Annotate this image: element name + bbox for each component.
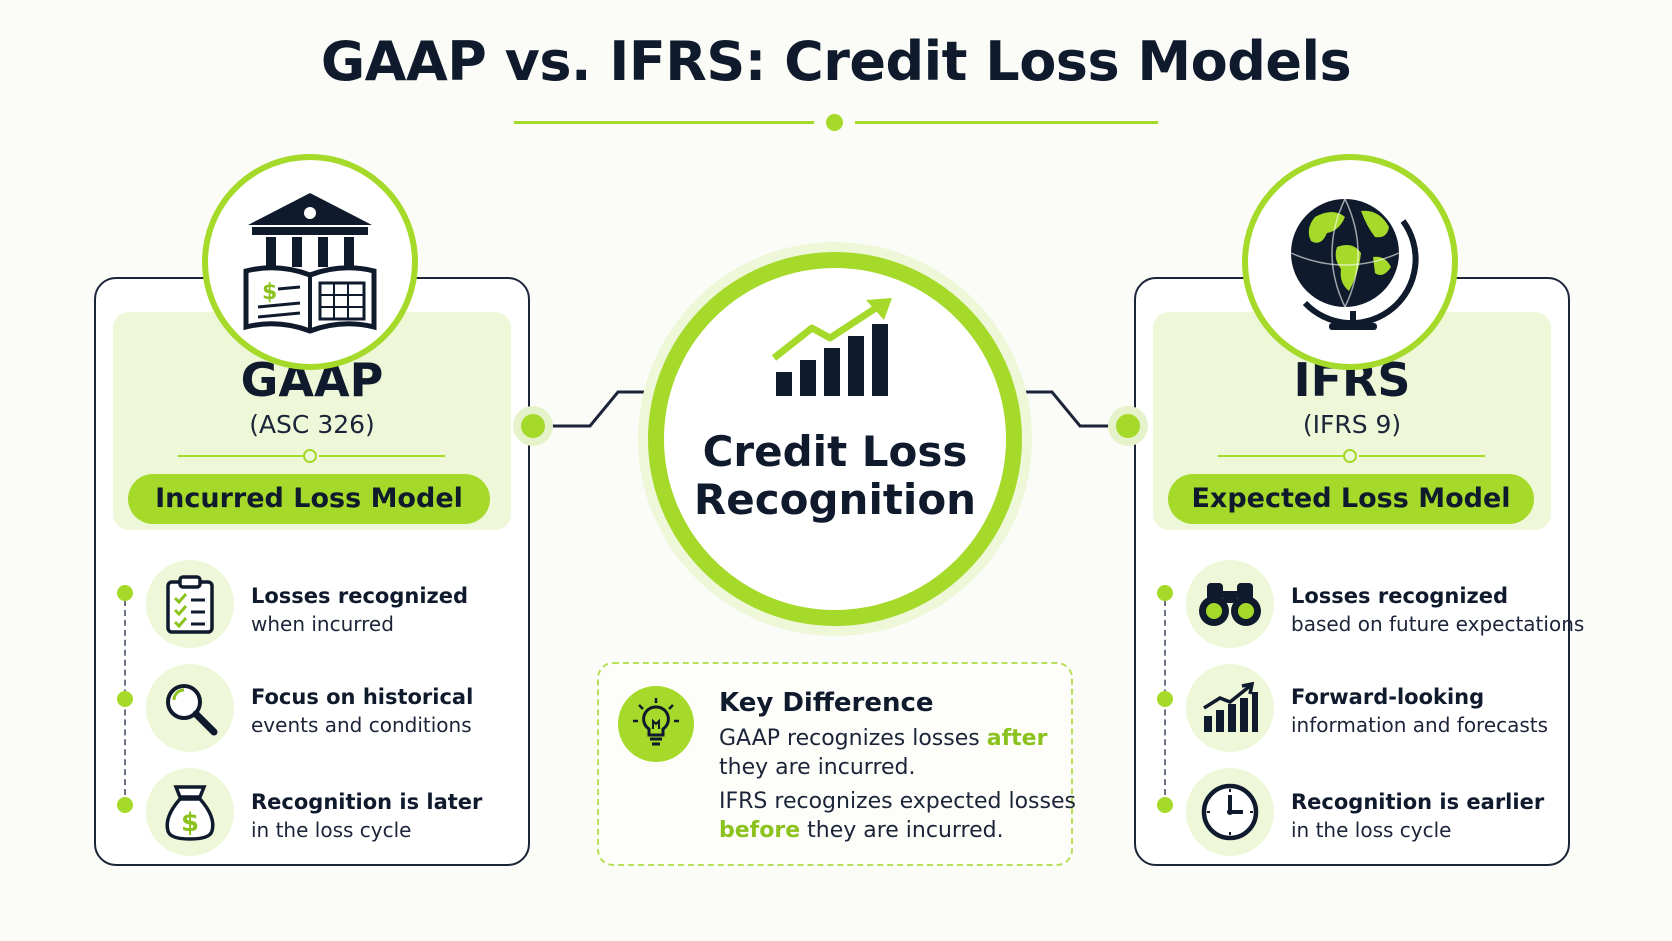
ifrs-separator-right [1359, 455, 1485, 457]
title-divider-left [514, 121, 814, 124]
key-difference-gaap-line2: they are incurred. [719, 755, 916, 780]
gaap-item-2-title: Focus on historical [251, 685, 474, 709]
gaap-bullet-1 [117, 585, 133, 601]
title-divider-right [855, 121, 1158, 124]
key-gaap-text-1: GAAP recognizes losses [719, 726, 987, 751]
svg-text:$: $ [181, 808, 199, 838]
gaap-connector-node [521, 414, 545, 438]
ifrs-bullet-3 [1157, 797, 1173, 813]
ifrs-connector-node [1116, 414, 1140, 438]
center-label-line2: Recognition [693, 475, 977, 524]
key-difference-gaap-line1: GAAP recognizes losses after [719, 726, 1047, 751]
key-gaap-highlight: after [986, 726, 1048, 751]
ifrs-item-2-title: Forward-looking [1291, 685, 1485, 709]
gaap-item-3-subtitle: in the loss cycle [251, 818, 412, 842]
key-ifrs-text-2: they are incurred. [800, 818, 1004, 843]
ifrs-model-pill: Expected Loss Model [1168, 474, 1534, 524]
ifrs-separator-left [1218, 455, 1344, 457]
gaap-standard: (ASC 326) [249, 410, 375, 439]
title-divider-dot [826, 114, 843, 131]
rising-bar-chart-icon [1186, 664, 1274, 752]
ifrs-item-3-subtitle: in the loss cycle [1291, 818, 1452, 842]
money-bag-icon: $ [146, 768, 234, 856]
gaap-item-3-title: Recognition is later [251, 790, 483, 814]
gaap-model-pill: Incurred Loss Model [128, 474, 490, 524]
key-difference-ifrs-line1: IFRS recognizes expected losses [719, 789, 1076, 814]
bank-ledger-icon: $ [202, 154, 418, 370]
gaap-bullet-2 [117, 691, 133, 707]
ifrs-item-1-title: Losses recognized [1291, 584, 1509, 608]
ifrs-bullet-1 [1157, 585, 1173, 601]
gaap-separator-dot [303, 449, 317, 463]
ifrs-item-3-title: Recognition is earlier [1291, 790, 1545, 814]
page-title: GAAP vs. IFRS: Credit Loss Models [320, 30, 1352, 93]
gaap-item-1-title: Losses recognized [251, 584, 469, 608]
ifrs-item-2-subtitle: information and forecasts [1291, 713, 1549, 737]
clipboard-checklist-icon [146, 560, 234, 648]
key-ifrs-highlight: before [719, 818, 801, 843]
globe-icon [1242, 154, 1458, 370]
growth-chart-icon [771, 298, 892, 396]
key-difference-title: Key Difference [719, 688, 934, 718]
center-label-line1: Credit Loss [702, 427, 968, 476]
gaap-item-1-subtitle: when incurred [251, 612, 394, 636]
ifrs-bullet-2 [1157, 691, 1173, 707]
lightbulb-icon [618, 686, 694, 762]
magnifying-glass-icon [146, 664, 234, 752]
ifrs-separator-dot [1343, 449, 1357, 463]
svg-text:$: $ [262, 280, 277, 305]
gaap-separator-right [319, 455, 445, 457]
key-difference-ifrs-line2: before they are incurred. [719, 818, 1004, 843]
gaap-item-2-subtitle: events and conditions [251, 713, 472, 737]
ifrs-item-1-subtitle: based on future expectations [1291, 612, 1585, 636]
center-label: Credit Loss Recognition [648, 428, 1022, 524]
clock-icon [1186, 768, 1274, 856]
gaap-bullet-3 [117, 797, 133, 813]
ifrs-standard: (IFRS 9) [1302, 410, 1402, 439]
gaap-separator-left [178, 455, 304, 457]
binoculars-icon [1186, 560, 1274, 648]
